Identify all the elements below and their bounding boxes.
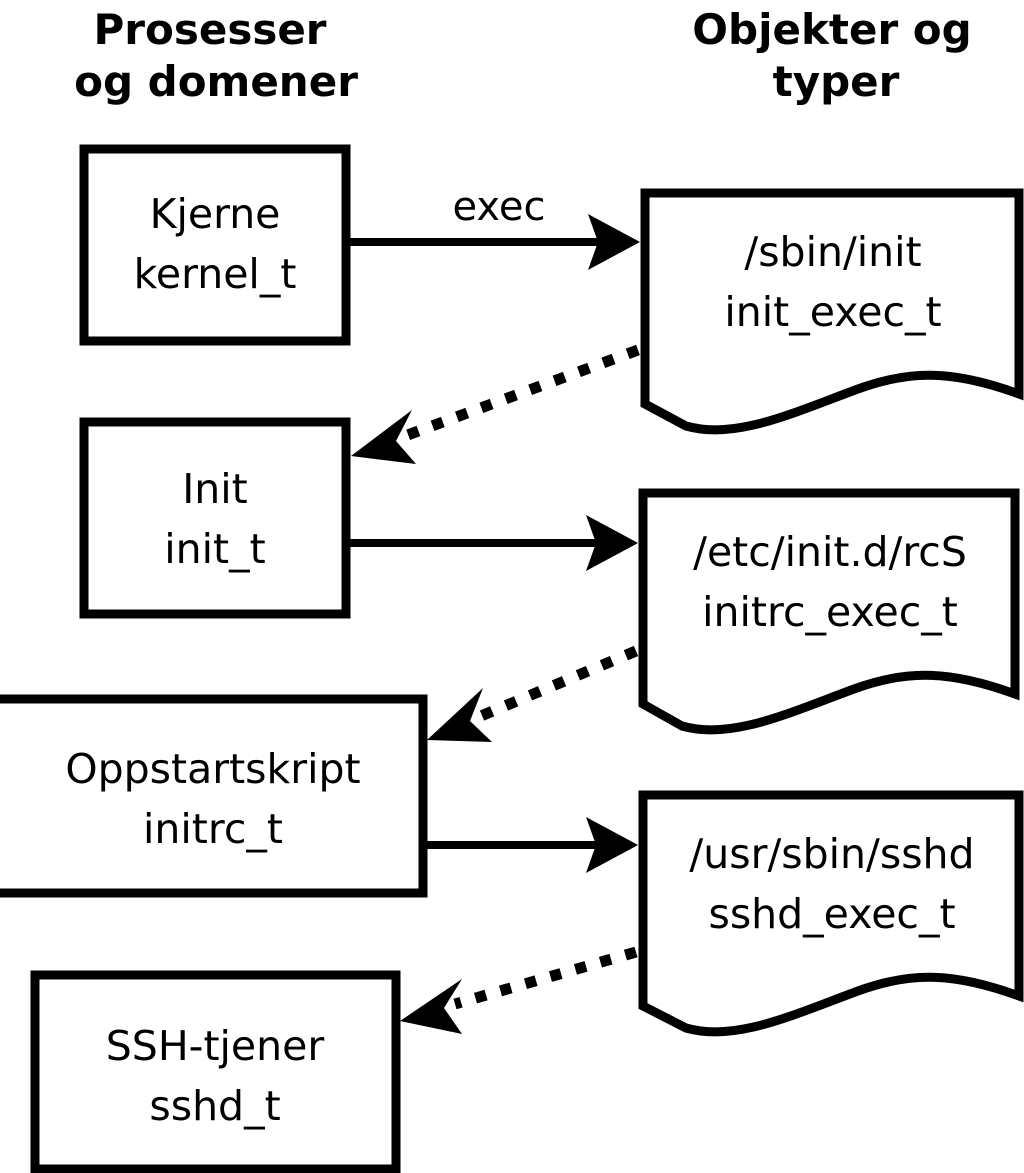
edge-init-exec-to-init bbox=[351, 344, 640, 464]
node-box[interactable] bbox=[0, 694, 428, 898]
arrowhead-icon bbox=[586, 817, 638, 873]
node-label-line2: init_t bbox=[164, 525, 265, 573]
node-label-line1: /usr/sbin/sshd bbox=[689, 830, 974, 878]
node-box[interactable] bbox=[79, 144, 351, 346]
node-label-line2: initrc_t bbox=[143, 805, 283, 853]
node-label-line2: init_exec_t bbox=[724, 288, 941, 336]
process-node-sshd[interactable]: SSH-tjener sshd_t bbox=[30, 970, 401, 1173]
edge-sshd-exec-to-sshd bbox=[400, 946, 638, 1034]
arrowhead-icon bbox=[351, 410, 416, 464]
arrowhead-icon bbox=[400, 979, 462, 1034]
arrowhead-icon bbox=[588, 214, 640, 270]
object-node-usr-sbin-sshd[interactable]: /usr/sbin/sshd sshd_exec_t bbox=[638, 790, 1024, 1037]
arrowhead-icon bbox=[586, 515, 638, 571]
edge-line bbox=[478, 645, 639, 722]
node-document-shape[interactable] bbox=[638, 488, 1020, 735]
object-node-etc-initd-rcs[interactable]: /etc/init.d/rcS initrc_exec_t bbox=[638, 488, 1020, 735]
column-title-objects: Objekter og typer bbox=[692, 5, 971, 106]
edge-line bbox=[453, 946, 638, 1010]
edge-label-exec: exec bbox=[453, 184, 546, 230]
node-label-line1: Oppstartskript bbox=[65, 745, 360, 793]
node-label-line1: Kjerne bbox=[150, 190, 281, 238]
process-node-initrc[interactable]: Oppstartskript initrc_t bbox=[0, 694, 428, 898]
column-title-objects-line1: Objekter og bbox=[692, 5, 971, 54]
node-box[interactable] bbox=[79, 417, 351, 619]
node-label-line1: Init bbox=[182, 465, 248, 513]
edge-init-to-initrc-exec bbox=[350, 515, 638, 571]
process-node-kernel[interactable]: Kjerne kernel_t bbox=[79, 144, 351, 346]
node-label-line2: kernel_t bbox=[134, 250, 297, 298]
edge-kernel-to-init-exec: exec bbox=[350, 184, 640, 270]
edge-line bbox=[403, 344, 640, 442]
object-node-sbin-init[interactable]: /sbin/init init_exec_t bbox=[640, 188, 1024, 435]
node-label-line2: sshd_exec_t bbox=[708, 890, 955, 938]
node-document-shape[interactable] bbox=[640, 188, 1024, 435]
column-title-processes-line1: Prosesser bbox=[93, 5, 326, 54]
arrowhead-icon bbox=[427, 688, 492, 742]
edge-initrc-exec-to-initrc bbox=[427, 645, 639, 742]
node-label-line1: SSH-tjener bbox=[106, 1022, 325, 1070]
node-label-line2: sshd_t bbox=[149, 1082, 280, 1130]
node-label-line1: /etc/init.d/rcS bbox=[693, 528, 967, 576]
column-title-processes-line2: og domener bbox=[74, 57, 358, 106]
process-node-init[interactable]: Init init_t bbox=[79, 417, 351, 619]
column-title-objects-line2: typer bbox=[773, 57, 900, 106]
node-label-line2: initrc_exec_t bbox=[702, 588, 958, 636]
node-box[interactable] bbox=[30, 970, 401, 1173]
node-label-line1: /sbin/init bbox=[744, 228, 921, 276]
column-title-processes: Prosesser og domener bbox=[74, 5, 358, 106]
edge-initrc-to-sshd-exec bbox=[427, 817, 638, 873]
node-document-shape[interactable] bbox=[638, 790, 1024, 1037]
